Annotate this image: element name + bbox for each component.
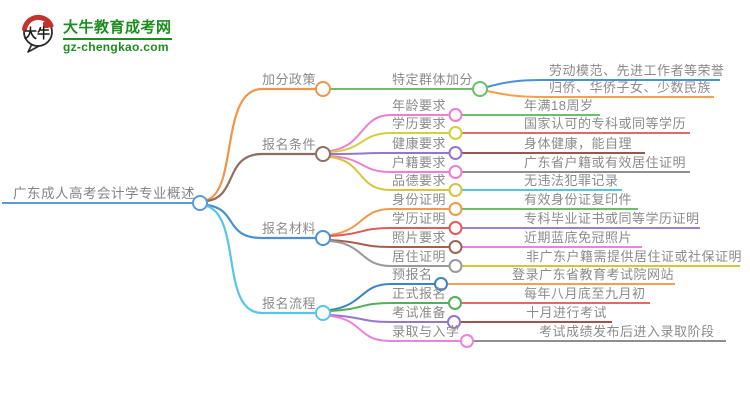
node-circle-diploma-proof[interactable] bbox=[448, 221, 463, 235]
edge-root-to-bonus-policy bbox=[206, 87, 316, 202]
edge-to-id-proof bbox=[329, 208, 449, 236]
edge-to-residence-req bbox=[329, 155, 449, 173]
leaf-formal-register[interactable]: 每年八月底至九月初 bbox=[524, 286, 646, 301]
logo-seal-icon bbox=[43, 22, 49, 28]
node-circle-education[interactable] bbox=[448, 126, 463, 140]
edge-to-exam-prep bbox=[329, 314, 448, 323]
node-circle-formal-register[interactable] bbox=[448, 296, 462, 310]
node-circle-conditions[interactable] bbox=[315, 146, 331, 162]
edge-leaf-honor bbox=[486, 79, 720, 88]
leaf-minority[interactable]: 归侨、华侨子女、少数民族 bbox=[549, 80, 712, 95]
leaf-exam-prep[interactable]: 十月进行考试 bbox=[526, 305, 608, 320]
logo-mark-text: 大牛 bbox=[24, 26, 50, 41]
node-circle-photo[interactable] bbox=[448, 240, 463, 254]
leaf-education[interactable]: 国家认可的专科或同等学历 bbox=[524, 116, 687, 131]
leaf-diploma-proof[interactable]: 专科毕业证书或同等学历证明 bbox=[524, 211, 700, 226]
subtopic-photo[interactable]: 照片要求 bbox=[392, 230, 447, 245]
logo-red-arc-icon bbox=[22, 14, 54, 32]
subtopic-age[interactable]: 年龄要求 bbox=[392, 98, 447, 113]
subtopic-pre-register[interactable]: 预报名 bbox=[392, 267, 433, 282]
edge-leaf-minority bbox=[486, 90, 714, 98]
leaf-age[interactable]: 年满18周岁 bbox=[524, 98, 594, 113]
edge-to-diploma-proof bbox=[329, 227, 449, 237]
logo-bubble-icon: 大牛 bbox=[20, 14, 58, 54]
subtopic-education[interactable]: 学历要求 bbox=[392, 116, 447, 131]
edge-to-residence-proof bbox=[329, 240, 449, 267]
edge-to-formal-register bbox=[329, 302, 449, 312]
subtopic-id-proof[interactable]: 身份证明 bbox=[392, 192, 447, 207]
edge-root-to-process bbox=[206, 204, 315, 315]
subtopic-health[interactable]: 健康要求 bbox=[392, 136, 447, 151]
subtopic-morality[interactable]: 品德要求 bbox=[392, 173, 447, 188]
node-circle-id-proof[interactable] bbox=[448, 202, 463, 216]
leaf-id-proof[interactable]: 有效身份证复印件 bbox=[524, 192, 633, 207]
node-circle-exam-prep[interactable] bbox=[447, 315, 461, 329]
logo-brand-name: 大牛教育成考网 bbox=[63, 19, 172, 36]
node-circle-health[interactable] bbox=[448, 146, 463, 160]
leaf-admission[interactable]: 考试成绩发布后进入录取阶段 bbox=[539, 324, 715, 339]
subtopic-diploma-proof[interactable]: 学历证明 bbox=[392, 211, 447, 226]
edge-to-photo bbox=[329, 239, 449, 248]
edge-to-health bbox=[329, 152, 449, 155]
subtopic-formal-register[interactable]: 正式报名 bbox=[392, 286, 447, 301]
edge-to-morality bbox=[329, 156, 449, 191]
site-logo: 大牛 大牛教育成考网 gz-chengkao.com bbox=[20, 14, 172, 54]
node-circle-residence-req[interactable] bbox=[448, 165, 463, 179]
leaf-morality[interactable]: 无违法犯罪记录 bbox=[524, 173, 619, 188]
leaf-health[interactable]: 身体健康，能自理 bbox=[524, 136, 633, 151]
subtopic-residence-req[interactable]: 户籍要求 bbox=[392, 155, 447, 170]
logo-domain: gz-chengkao.com bbox=[63, 38, 172, 54]
branch-bonus-policy[interactable]: 加分政策 bbox=[262, 72, 317, 87]
branch-materials[interactable]: 报名材料 bbox=[262, 221, 317, 236]
root-node-circle[interactable] bbox=[192, 195, 208, 211]
node-circle-materials[interactable] bbox=[315, 230, 331, 246]
subtopic-exam-prep[interactable]: 考试准备 bbox=[392, 305, 447, 320]
subtopic-residence-proof[interactable]: 居住证明 bbox=[392, 249, 447, 264]
leaf-residence-proof[interactable]: 非广东户籍需提供居住证或社保证明 bbox=[526, 249, 743, 264]
leaf-residence-req[interactable]: 广东省户籍或有效居住证明 bbox=[524, 155, 687, 170]
node-circle-morality[interactable] bbox=[448, 183, 463, 197]
edge-root-to-conditions bbox=[206, 152, 315, 203]
node-circle-residence-proof[interactable] bbox=[448, 259, 463, 273]
root-topic[interactable]: 广东成人高考会计学专业概述 bbox=[13, 186, 195, 201]
node-circle-bonus-policy[interactable] bbox=[315, 81, 331, 97]
edge-to-pre-register bbox=[329, 283, 435, 311]
branch-conditions[interactable]: 报名条件 bbox=[262, 137, 317, 152]
node-circle-admission[interactable] bbox=[460, 334, 474, 348]
leaf-honor[interactable]: 劳动模范、先进工作者等荣誉 bbox=[549, 63, 725, 78]
node-circle-age[interactable] bbox=[448, 108, 463, 122]
subtopic-admission[interactable]: 录取与入学 bbox=[392, 324, 460, 339]
node-circle-process[interactable] bbox=[315, 305, 331, 321]
node-circle-special-group[interactable] bbox=[472, 81, 488, 97]
leaf-pre-register[interactable]: 登录广东省教育考试院网站 bbox=[512, 267, 675, 282]
subtopic-special-group[interactable]: 特定群体加分 bbox=[392, 72, 474, 87]
edge-to-education bbox=[329, 132, 449, 153]
node-circle-pre-register[interactable] bbox=[434, 277, 448, 291]
edge-to-admission bbox=[329, 315, 461, 342]
edge-root-to-materials bbox=[206, 203, 315, 240]
leaf-photo[interactable]: 近期蓝底免冠照片 bbox=[524, 230, 633, 245]
branch-process[interactable]: 报名流程 bbox=[262, 296, 317, 311]
edge-to-age bbox=[329, 114, 449, 152]
